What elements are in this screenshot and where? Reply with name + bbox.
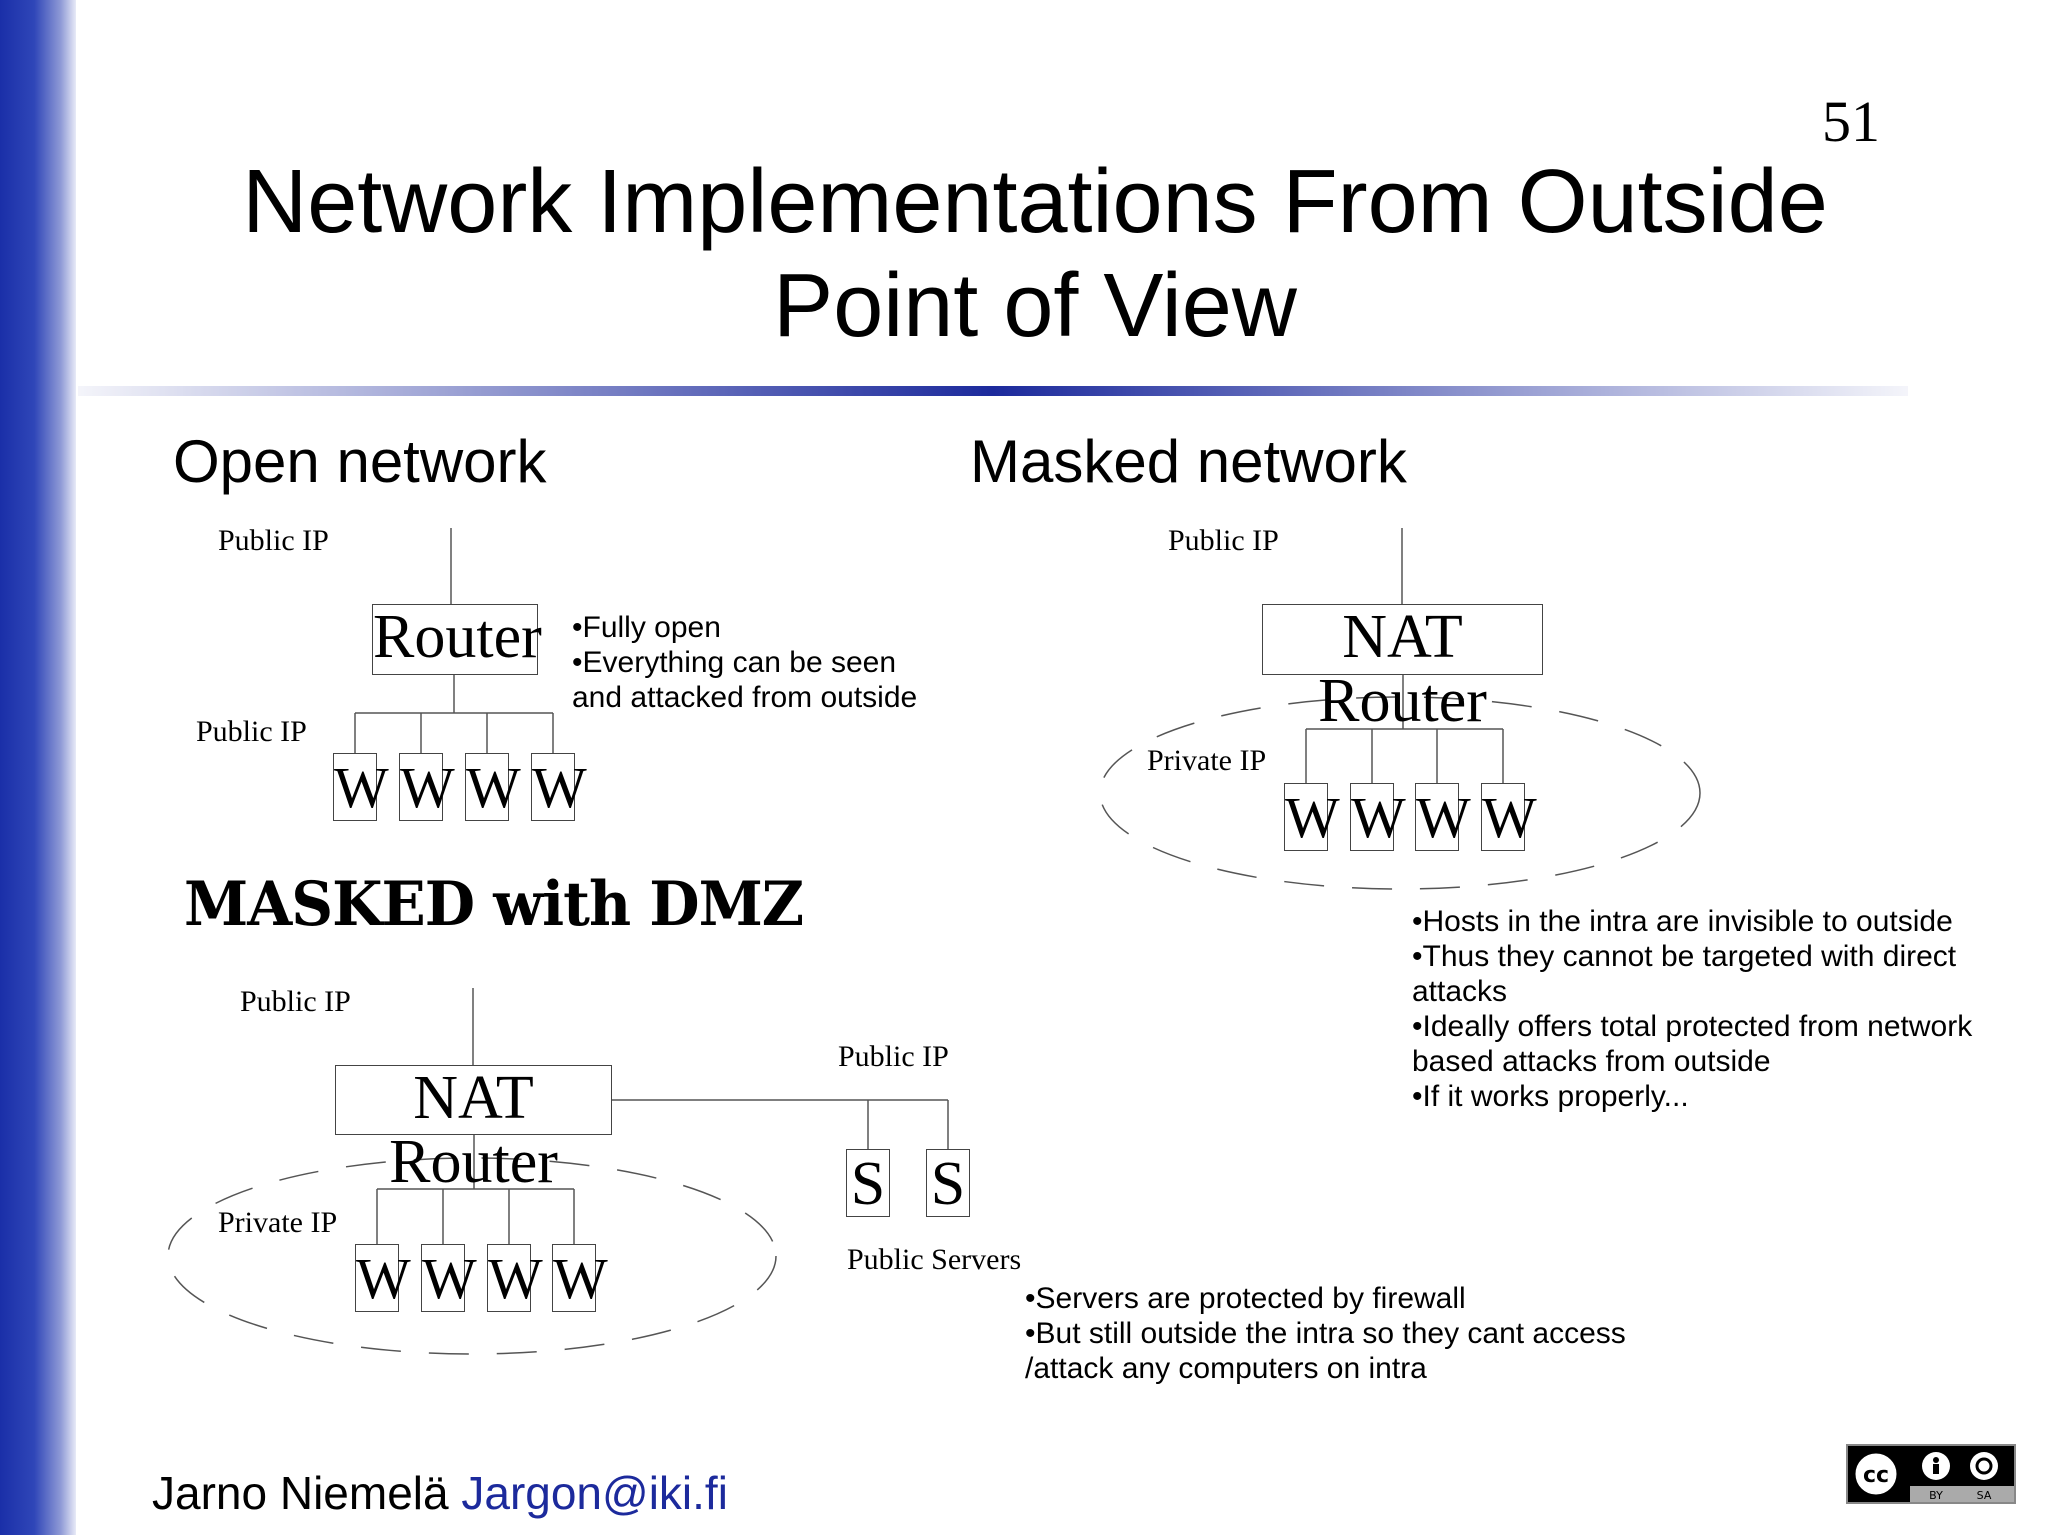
dmz-heading: MASKED with DMZ bbox=[184, 868, 804, 940]
open-router-box: Router bbox=[372, 604, 542, 675]
open-workstation-box: W bbox=[333, 753, 389, 821]
public-servers-label: Public Servers bbox=[847, 1243, 1022, 1276]
cc-license-icon: cc BY SA bbox=[1848, 1446, 2014, 1502]
note-line: •If it works properly... bbox=[1412, 1080, 1689, 1113]
slide-title: Network Implementations From Outside Poi… bbox=[150, 150, 1920, 358]
note-line: •Everything can be seen bbox=[572, 646, 897, 679]
masked-workstation-box: W bbox=[1415, 783, 1471, 851]
dmz-server-box: S bbox=[926, 1149, 970, 1218]
cc-sa-label: SA bbox=[1977, 1489, 1992, 1502]
note-line: based attacks from outside bbox=[1412, 1045, 1771, 1078]
masked-network-notes: •Hosts in the intra are invisible to out… bbox=[1412, 904, 1972, 1114]
dmz-nat-router-box: NAT Router bbox=[335, 1065, 612, 1194]
masked-public-ip-label: Public IP bbox=[1168, 524, 1279, 557]
open-network-notes: •Fully open •Everything can be seen and … bbox=[572, 610, 917, 715]
author-name: Jarno Niemelä bbox=[152, 1467, 449, 1519]
note-line: •Hosts in the intra are invisible to out… bbox=[1412, 905, 1953, 938]
open-workstation-box: W bbox=[465, 753, 521, 821]
masked-workstation-box: W bbox=[1481, 783, 1537, 851]
slide-title-line1: Network Implementations From Outside bbox=[242, 152, 1828, 252]
slide-number: 51 bbox=[1822, 89, 1880, 154]
dmz-workstation-box: W bbox=[552, 1244, 608, 1312]
dmz-workstation-box: W bbox=[421, 1244, 477, 1312]
masked-private-ellipse bbox=[1099, 696, 1701, 890]
open-network-heading: Open network bbox=[173, 428, 547, 495]
masked-nat-router-box: NAT Router bbox=[1262, 604, 1543, 733]
note-line: •Ideally offers total protected from net… bbox=[1412, 1010, 1973, 1043]
dmz-servers-public-ip-label: Public IP bbox=[838, 1040, 949, 1073]
dmz-server-box: S bbox=[846, 1149, 890, 1218]
masked-workstation-box: W bbox=[1350, 783, 1406, 851]
dmz-private-ip-label: Private IP bbox=[218, 1206, 338, 1239]
author-email-link[interactable]: Jargon@iki.fi bbox=[461, 1467, 728, 1519]
masked-network-heading: Masked network bbox=[970, 428, 1407, 495]
note-line: /attack any computers on intra bbox=[1025, 1352, 1427, 1385]
note-line: attacks bbox=[1412, 975, 1508, 1008]
dmz-workstation-box: W bbox=[355, 1244, 411, 1312]
note-line: •Servers are protected by firewall bbox=[1025, 1282, 1466, 1315]
open-workstation-box: W bbox=[399, 753, 455, 821]
dmz-workstation-box: W bbox=[487, 1244, 543, 1312]
masked-private-ip-label: Private IP bbox=[1147, 744, 1267, 777]
cc-by-sa-icon[interactable]: cc BY SA bbox=[1846, 1444, 2016, 1504]
dmz-private-ellipse bbox=[167, 1157, 777, 1355]
slide-title-line2: Point of View bbox=[773, 256, 1297, 356]
svg-text:cc: cc bbox=[1863, 1463, 1889, 1488]
note-line: •Thus they cannot be targeted with direc… bbox=[1412, 940, 1957, 973]
open-workstation-box: W bbox=[531, 753, 587, 821]
dmz-network-notes: •Servers are protected by firewall •But … bbox=[1025, 1281, 1626, 1386]
title-divider bbox=[78, 386, 1908, 396]
left-decorative-bar bbox=[0, 0, 76, 1535]
open-hosts-public-ip-label: Public IP bbox=[196, 715, 307, 748]
note-line: •But still outside the intra so they can… bbox=[1025, 1317, 1626, 1350]
cc-by-label: BY bbox=[1929, 1489, 1943, 1502]
note-line: and attacked from outside bbox=[572, 681, 918, 714]
note-line: •Fully open bbox=[572, 611, 721, 644]
open-public-ip-label: Public IP bbox=[218, 524, 329, 557]
dmz-public-ip-label: Public IP bbox=[240, 985, 351, 1018]
footer-author: Jarno Niemelä Jargon@iki.fi bbox=[152, 1466, 728, 1520]
masked-workstation-box: W bbox=[1284, 783, 1340, 851]
